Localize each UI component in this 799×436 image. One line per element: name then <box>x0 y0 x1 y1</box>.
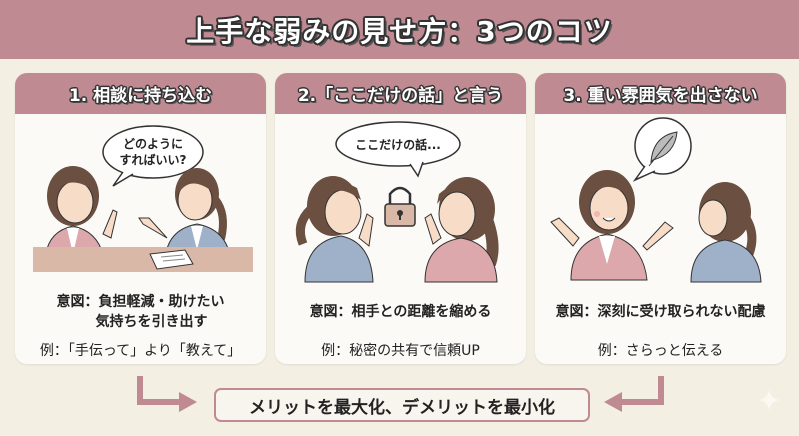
tip-panel-1: 1. 相談に持ち込む どのように すればいい? <box>15 73 266 364</box>
arrow-left-icon <box>604 376 664 412</box>
svg-text:どのように: どのように <box>123 137 183 151</box>
title-banner: 上手な弱みの見せ方：3つのコツ <box>0 0 799 59</box>
sparkle-icon <box>758 389 780 411</box>
document-icon <box>149 249 194 270</box>
example-text: 例：「手伝って」より「教えて」 <box>39 343 242 359</box>
example-text: 例：さらっと伝える <box>597 343 724 359</box>
panel-title: 2.「ここだけの話」と言う <box>297 86 504 106</box>
illustration-light-mood <box>535 114 786 284</box>
speech-bubble-icon: ここだけの話... <box>335 121 461 178</box>
svg-text:ここだけの話...: ここだけの話... <box>355 137 441 152</box>
illustration-consult: どのように すればいい? <box>15 114 266 284</box>
example-text: 例：秘密の共有で信頼UP <box>321 343 480 359</box>
panel-header: 1. 相談に持ち込む <box>15 73 266 114</box>
arrow-right-icon <box>137 376 197 412</box>
intent-line-1: 意図：負担軽減・助けたい <box>56 294 225 310</box>
intent-text: 意図：深刻に受け取られない配慮 <box>555 304 766 320</box>
padlock-icon <box>384 186 416 227</box>
tip-panel-2: 2.「ここだけの話」と言う ここだけの話... <box>275 73 526 364</box>
intent-text: 意図：相手との距離を縮める <box>309 304 492 320</box>
panel-header: 3. 重い雰囲気を出さない <box>535 73 786 114</box>
illustration-secret: ここだけの話... <box>275 114 526 284</box>
page-title: 上手な弱みの見せ方：3つのコツ <box>186 14 613 48</box>
panel-title: 1. 相談に持ち込む <box>68 86 213 106</box>
conclusion-text: メリットを最大化、デメリットを最小化 <box>249 397 555 418</box>
intent-text: 意図：負担軽減・助けたい 気持ちを引き出す <box>15 292 266 332</box>
panel-header: 2.「ここだけの話」と言う <box>275 73 526 114</box>
svg-text:すればいい?: すればいい? <box>120 152 187 167</box>
panel-title: 3. 重い雰囲気を出さない <box>563 86 758 106</box>
feather-icon <box>648 131 678 167</box>
intent-line-2: 気持ちを引き出す <box>95 314 208 330</box>
tip-panel-3: 3. 重い雰囲気を出さない <box>535 73 786 364</box>
conclusion-box: メリットを最大化、デメリットを最小化 <box>214 388 590 422</box>
speech-bubble-icon: どのように すればいい? <box>102 125 204 187</box>
